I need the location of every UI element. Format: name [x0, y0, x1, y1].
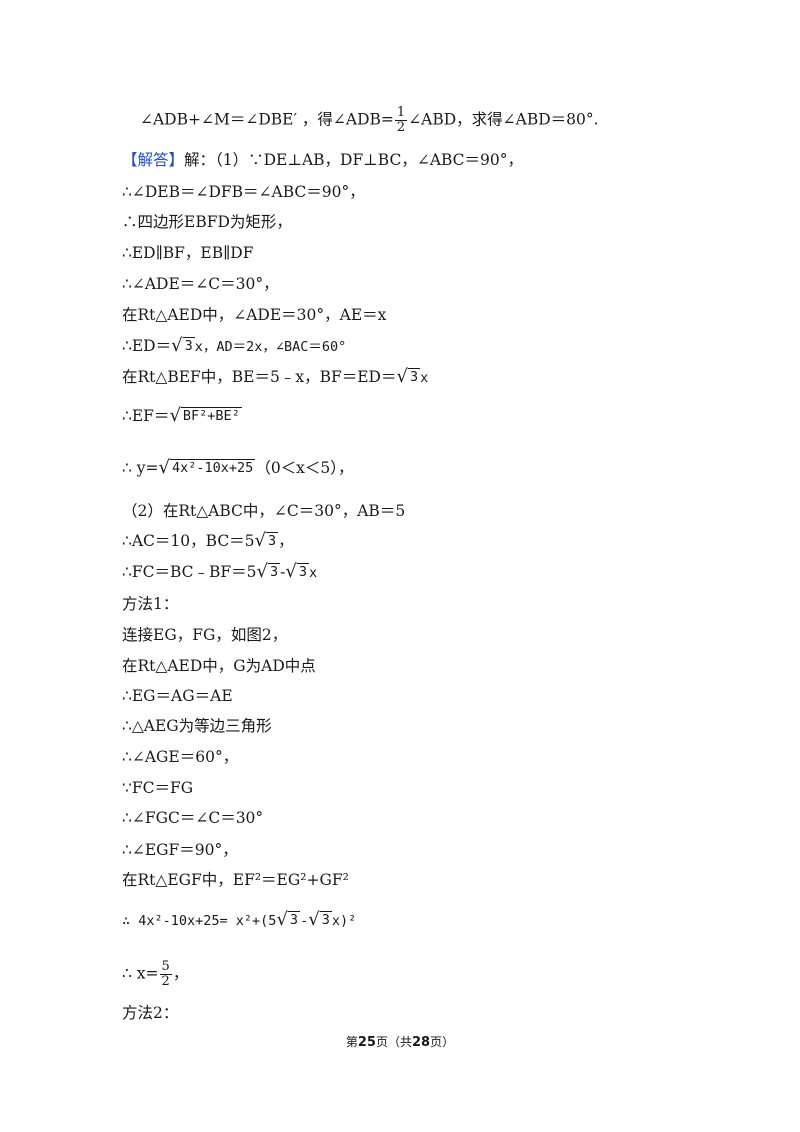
text: ∵FC＝FG	[122, 779, 194, 797]
line-4: ∴四边形EBFD为矩形，	[122, 212, 292, 232]
sqrt-radicand: 3	[287, 911, 301, 928]
fraction-numerator: 1	[394, 105, 408, 121]
text: -	[300, 913, 309, 929]
total-pages: 28	[412, 1035, 431, 1050]
line-10: ∴EF＝√BF²+BE²	[122, 406, 242, 426]
sqrt: √3	[396, 366, 421, 387]
line-15: 方法1：	[122, 594, 178, 614]
sqrt-radicand: 4x²-10x+25	[170, 459, 256, 476]
line-12: （2）在Rt△ABC中，∠C＝30°，AB＝5	[122, 501, 405, 521]
text: ∴ x=	[122, 964, 159, 983]
text: x	[420, 370, 429, 386]
line-23: ∴∠EGF＝90°，	[122, 840, 238, 860]
sqrt-radicand: BF²+BE²	[180, 407, 242, 424]
line-20: ∴∠AGE＝60°，	[122, 747, 238, 767]
text: x，AD＝2x，∠BAC＝60°	[194, 339, 347, 355]
fraction-denominator: 2	[396, 120, 406, 135]
fraction-numerator: 5	[159, 959, 172, 975]
text: ∴ED∥BF，EB∥DF	[122, 244, 254, 262]
line-11: ∴ y=√4x²-10x+25（0＜x＜5），	[122, 458, 354, 478]
text: 连接EG，FG，如图2，	[122, 626, 288, 644]
text: x)²	[331, 913, 357, 929]
text: ∴ y=	[122, 459, 159, 477]
sqrt-radicand: 3	[296, 563, 310, 580]
text: ∴∠EGF＝90°，	[122, 841, 238, 859]
text: ∴△AEG为等边三角形	[122, 717, 272, 735]
sqrt: √3	[308, 909, 332, 930]
text: 方法1：	[122, 595, 179, 613]
line-16: 连接EG，FG，如图2，	[122, 625, 287, 645]
text: 在Rt△EGF中，EF²＝EG²+GF²	[122, 871, 349, 889]
line-7: 在Rt△AED中，∠ADE＝30°，AE＝x	[122, 305, 386, 325]
sqrt-radicand: 3	[319, 911, 332, 928]
answer-tag: 【解答】	[122, 151, 185, 169]
sqrt: √3	[285, 561, 310, 582]
page-number: 25	[357, 1035, 376, 1050]
page-footer: 第25页（共28页）	[0, 1033, 800, 1050]
text: 方法2：	[122, 1004, 179, 1022]
text: ∴ 4x²-10x+25= x²+(5	[122, 913, 277, 929]
text: x	[309, 565, 318, 581]
text: 解：（1）∵DE⊥AB，DF⊥BC，∠ABC＝90°，	[184, 151, 524, 169]
text: ∴∠AGE＝60°，	[122, 748, 239, 766]
sqrt: √4x²-10x+25	[158, 457, 256, 478]
sqrt: √3	[171, 335, 195, 356]
line-5: ∴ED∥BF，EB∥DF	[122, 243, 253, 263]
sqrt-radicand: 3	[407, 368, 421, 385]
line-13: ∴AC＝10，BC＝5√3，	[122, 531, 294, 551]
text: ∴∠ADE＝∠C＝30°，	[122, 275, 279, 293]
sqrt-radicand: 3	[268, 563, 281, 580]
sqrt: √3	[254, 530, 279, 551]
sqrt: √3	[276, 909, 301, 930]
text: （0＜x＜5），	[255, 459, 354, 477]
text: ∴ED＝	[122, 337, 172, 355]
line-6: ∴∠ADE＝∠C＝30°，	[122, 274, 279, 294]
text: ∠ABD，求得∠ABD＝80°.	[408, 110, 599, 129]
text: （2）在Rt△ABC中，∠C＝30°，AB＝5	[122, 502, 406, 520]
text: ∴AC＝10，BC＝5	[122, 532, 255, 550]
line-21: ∵FC＝FG	[122, 778, 193, 798]
line-22: ∴∠FGC＝∠C＝30°	[122, 808, 263, 828]
text: 在Rt△BEF中，BE＝5﹣x，BF＝ED＝	[122, 368, 397, 386]
footer-middle: 页（共	[375, 1035, 412, 1049]
text: ∴四边形EBFD为矩形，	[122, 213, 292, 231]
text: ，	[172, 964, 189, 983]
footer-prefix: 第	[345, 1035, 358, 1049]
text: ∴EF＝	[122, 407, 170, 425]
text: 在Rt△AED中，G为AD中点	[122, 657, 316, 675]
line-27: 方法2：	[122, 1003, 178, 1023]
text: ∴∠DEB＝∠DFB＝∠ABC＝90°，	[122, 183, 365, 201]
sqrt: √BF²+BE²	[169, 405, 242, 426]
line-24: 在Rt△EGF中，EF²＝EG²+GF²	[122, 870, 349, 890]
text: ∴FC＝BC﹣BF＝5	[122, 563, 257, 581]
line-2: 【解答】解：（1）∵DE⊥AB，DF⊥BC，∠ABC＝90°，	[122, 150, 523, 170]
text: ∴∠FGC＝∠C＝30°	[122, 809, 264, 827]
text: ∴EG＝AG＝AE	[122, 687, 233, 705]
text: ，	[278, 532, 294, 550]
line-19: ∴△AEG为等边三角形	[122, 716, 272, 736]
footer-suffix: 页）	[430, 1035, 455, 1049]
text: 在Rt△AED中，∠ADE＝30°，AE＝x	[122, 306, 387, 324]
sqrt-radicand: 3	[182, 337, 195, 354]
line-3: ∴∠DEB＝∠DFB＝∠ABC＝90°，	[122, 182, 365, 202]
line-18: ∴EG＝AG＝AE	[122, 686, 233, 706]
sqrt: √3	[256, 561, 281, 582]
fraction-denominator: 2	[161, 974, 170, 989]
line-17: 在Rt△AED中，G为AD中点	[122, 656, 316, 676]
sqrt-radicand: 3	[266, 532, 279, 549]
text: ∠ADB+∠M＝∠DBE′ ，得∠ADB=	[140, 110, 394, 129]
text: -	[280, 563, 286, 581]
